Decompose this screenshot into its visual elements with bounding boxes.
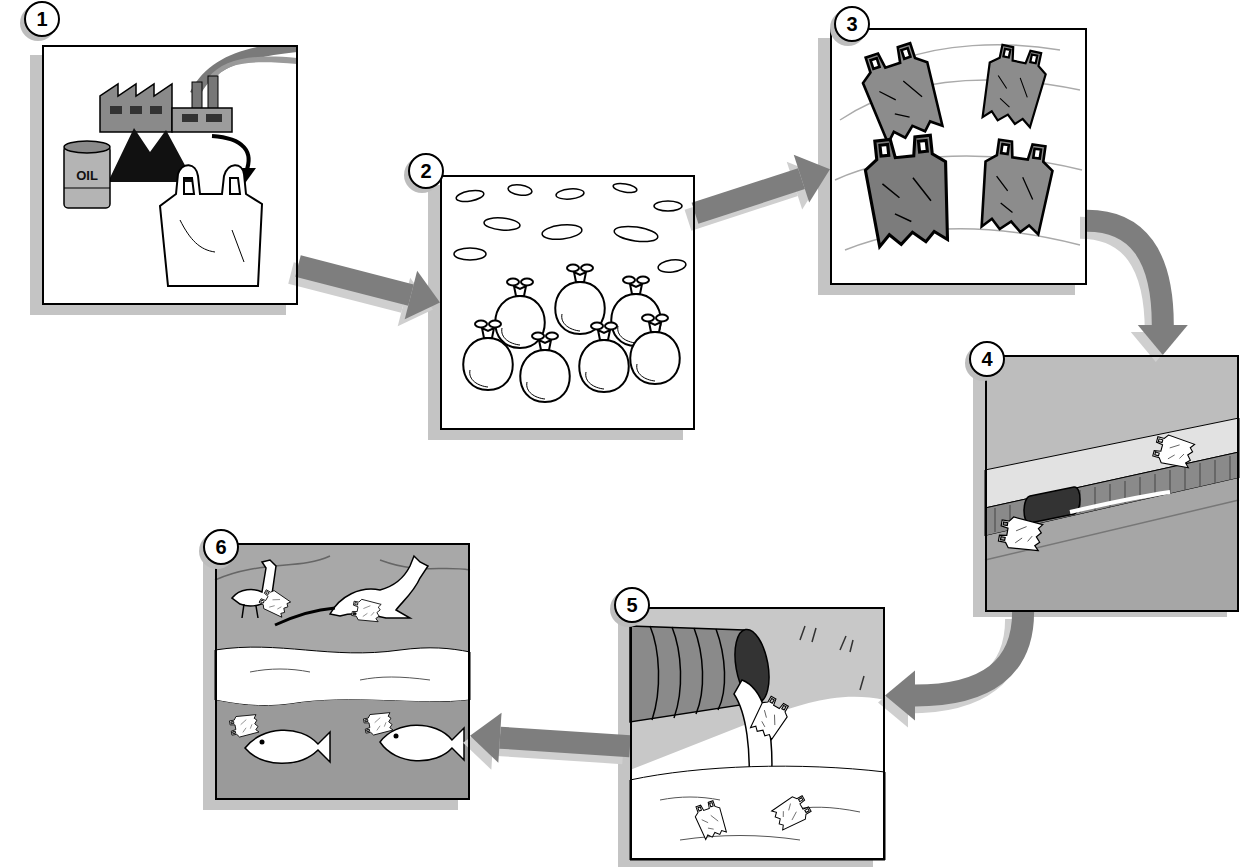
litter bbox=[657, 258, 686, 274]
deep-water bbox=[215, 700, 470, 800]
litter bbox=[454, 248, 486, 260]
arrow-head bbox=[1138, 325, 1188, 355]
arrow-body bbox=[885, 612, 1023, 721]
arrow-shaft bbox=[298, 266, 411, 295]
rubbish-sack bbox=[579, 323, 629, 393]
callout-number: 5 bbox=[614, 587, 650, 623]
barrel-hoop bbox=[64, 188, 110, 189]
ripple bbox=[250, 669, 430, 680]
fish bbox=[380, 725, 464, 761]
callout-number: 1 bbox=[24, 1, 60, 37]
gutter-bag bbox=[998, 515, 1044, 553]
land bbox=[215, 543, 470, 653]
flow-arrow bbox=[463, 713, 630, 770]
eaten-bag bbox=[229, 713, 259, 738]
litter bbox=[654, 201, 682, 211]
washed-bag bbox=[771, 792, 813, 832]
litter bbox=[507, 183, 532, 196]
factory-hall bbox=[100, 84, 172, 132]
callout-number: 4 bbox=[969, 341, 1005, 377]
windblown-bag bbox=[976, 138, 1055, 235]
panel-ground bbox=[985, 355, 1239, 612]
oil-barrel bbox=[64, 146, 110, 208]
rubbish-sack bbox=[630, 315, 680, 385]
picture-panel: 6 bbox=[215, 543, 470, 800]
windblown-bag bbox=[862, 134, 953, 247]
gutter-edge bbox=[985, 500, 1239, 560]
panel-ground bbox=[440, 175, 695, 430]
smoke bbox=[190, 46, 297, 96]
flow-arrow bbox=[291, 266, 440, 326]
smoke bbox=[208, 57, 297, 80]
arrow-head bbox=[885, 671, 915, 721]
flow-arrow bbox=[878, 612, 1023, 728]
arrow-head bbox=[470, 713, 502, 763]
gutter bbox=[985, 478, 1239, 612]
barrel-lid bbox=[64, 141, 110, 153]
arrow-head bbox=[405, 271, 440, 319]
pipe-ring bbox=[650, 626, 725, 720]
windblown-bag bbox=[978, 43, 1050, 128]
arrow-body bbox=[1087, 221, 1188, 355]
water-trickle bbox=[1070, 492, 1170, 512]
fish-eye bbox=[394, 734, 399, 739]
bird-leg bbox=[242, 604, 258, 618]
bag-crease bbox=[180, 220, 244, 262]
picture-panel: 4 bbox=[985, 355, 1239, 612]
picture-panel: 2 bbox=[440, 175, 695, 430]
hill-line bbox=[215, 556, 470, 580]
arrow-body bbox=[298, 266, 440, 319]
factory-block bbox=[172, 108, 232, 132]
eaten-bag bbox=[257, 587, 291, 619]
arrow-shaft bbox=[915, 612, 1023, 696]
callout-number: 6 bbox=[203, 529, 239, 565]
plastic-bag bbox=[160, 165, 262, 286]
picture-panel: 5 bbox=[630, 607, 885, 860]
washed-bag bbox=[692, 799, 728, 840]
fish-eye bbox=[260, 740, 265, 745]
eaten-bag bbox=[351, 598, 381, 623]
rubbish-sack bbox=[520, 333, 570, 403]
washed-bag bbox=[749, 694, 792, 741]
arrow-body bbox=[470, 713, 630, 763]
flow-arrow bbox=[1080, 221, 1188, 362]
pond bbox=[630, 766, 885, 860]
arrow-shaft bbox=[1087, 221, 1163, 325]
arrow-head bbox=[794, 155, 830, 203]
callout-number: 3 bbox=[834, 6, 870, 42]
litter bbox=[613, 224, 659, 244]
gutter-bag bbox=[1152, 433, 1196, 470]
ripple bbox=[660, 797, 860, 840]
picture-panel: 3 bbox=[830, 28, 1087, 285]
panel-ground bbox=[42, 45, 298, 305]
litter bbox=[455, 189, 484, 204]
grass bbox=[800, 626, 864, 690]
arrow-body bbox=[695, 155, 830, 213]
litter bbox=[484, 216, 521, 231]
eaten-bag bbox=[363, 711, 393, 736]
factory-window bbox=[130, 106, 142, 114]
barrel-label: OIL bbox=[64, 168, 110, 184]
factory-window bbox=[182, 114, 198, 122]
flow-arrow bbox=[688, 155, 830, 220]
panel-ground bbox=[630, 607, 885, 860]
panel-ground bbox=[215, 543, 470, 800]
litter bbox=[556, 188, 585, 200]
windblown-bag bbox=[856, 40, 948, 145]
litter bbox=[612, 182, 637, 194]
arrow-shaft bbox=[500, 738, 630, 746]
fish bbox=[245, 730, 330, 763]
callout-number: 2 bbox=[408, 153, 444, 189]
river bbox=[215, 647, 470, 706]
rubbish-sack bbox=[463, 321, 513, 391]
arrow-shaft bbox=[695, 179, 801, 214]
factory-window bbox=[206, 114, 222, 122]
panel-ground bbox=[830, 28, 1087, 285]
factory-window bbox=[150, 106, 162, 114]
litter bbox=[541, 223, 582, 241]
factory-window bbox=[110, 106, 122, 114]
